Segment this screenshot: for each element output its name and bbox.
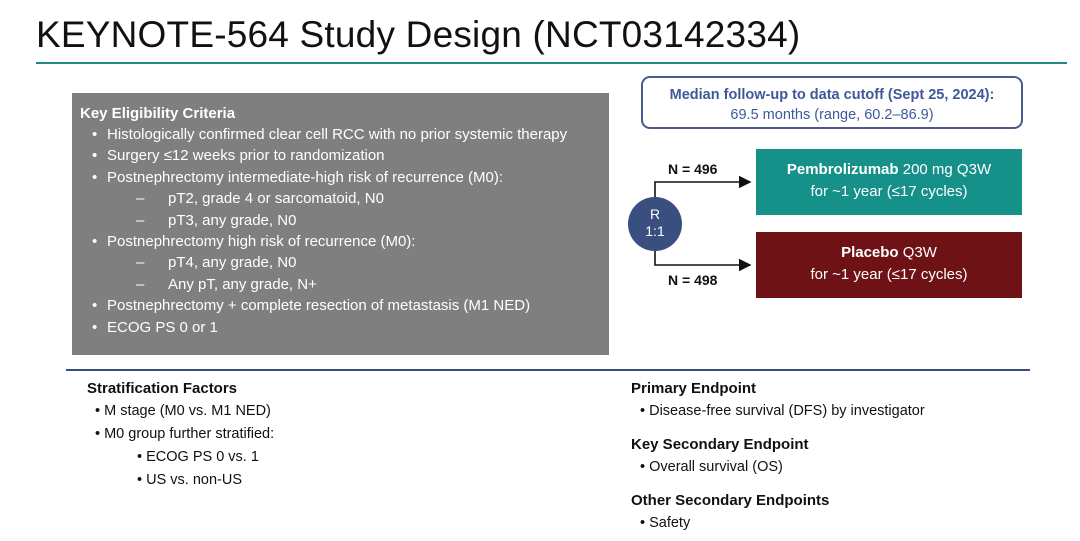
stratification-heading: Stratification Factors (87, 380, 238, 397)
eligibility-box: Key Eligibility Criteria Histologically … (72, 93, 609, 355)
other-secondary-endpoints-heading: Other Secondary Endpoints (631, 492, 830, 509)
stratification-subitem: • ECOG PS 0 vs. 1 (137, 449, 259, 465)
pembrolizumab-arm: Pembrolizumab 200 mg Q3W for ~1 year (≤1… (756, 149, 1022, 215)
followup-box: Median follow-up to data cutoff (Sept 25… (641, 76, 1023, 129)
randomization-ratio: 1:1 (645, 223, 665, 239)
placebo-duration: for ~1 year (≤17 cycles) (810, 266, 968, 283)
stratification-item: • M stage (M0 vs. M1 NED) (95, 403, 271, 419)
placebo-arm: Placebo Q3W for ~1 year (≤17 cycles) (756, 232, 1022, 298)
title-divider (36, 62, 1067, 64)
eligibility-item: Postnephrectomy high risk of recurrence … (80, 231, 609, 252)
arrow-to-pembro (654, 175, 752, 199)
eligibility-item: Surgery ≤12 weeks prior to randomization (80, 145, 609, 166)
eligibility-subitem: pT3, any grade, N0 (80, 210, 609, 231)
eligibility-item: ECOG PS 0 or 1 (80, 317, 609, 338)
followup-heading: Median follow-up to data cutoff (Sept 25… (669, 87, 995, 103)
eligibility-subitem: Any pT, any grade, N+ (80, 274, 609, 295)
randomization-label: R (649, 206, 661, 222)
followup-detail: 69.5 months (range, 60.2–86.9) (730, 107, 934, 123)
stratification-subitem: • US vs. non-US (137, 472, 242, 488)
placebo-drug: Placebo (841, 244, 899, 261)
key-secondary-endpoint-heading: Key Secondary Endpoint (631, 436, 809, 453)
primary-endpoint-item: • Disease-free survival (DFS) by investi… (640, 403, 925, 419)
randomization-circle: R 1:1 (628, 197, 682, 251)
stratification-item: • M0 group further stratified: (95, 426, 275, 442)
eligibility-subitem: pT4, any grade, N0 (80, 252, 609, 273)
placebo-dose: Q3W (898, 244, 937, 261)
arrow-to-placebo (654, 249, 752, 272)
eligibility-item: Postnephrectomy + complete resection of … (80, 295, 609, 316)
key-secondary-endpoint-item: • Overall survival (OS) (640, 459, 783, 475)
eligibility-subitem: pT2, grade 4 or sarcomatoid, N0 (80, 188, 609, 209)
n-pembro-label: N = 496 (668, 161, 718, 177)
primary-endpoint-heading: Primary Endpoint (631, 380, 757, 397)
pembro-duration: for ~1 year (≤17 cycles) (810, 183, 968, 200)
section-divider (66, 369, 1030, 371)
eligibility-list: Histologically confirmed clear cell RCC … (80, 124, 609, 338)
pembro-drug: Pembrolizumab (786, 161, 899, 178)
eligibility-heading: Key Eligibility Criteria (80, 105, 236, 122)
page-title: KEYNOTE-564 Study Design (NCT03142334) (36, 14, 801, 55)
n-placebo-label: N = 498 (668, 272, 718, 288)
eligibility-item: Postnephrectomy intermediate-high risk o… (80, 167, 609, 188)
other-secondary-endpoint-item: • Safety (640, 515, 691, 531)
pembro-dose: 200 mg Q3W (898, 161, 992, 178)
eligibility-item: Histologically confirmed clear cell RCC … (80, 124, 609, 145)
